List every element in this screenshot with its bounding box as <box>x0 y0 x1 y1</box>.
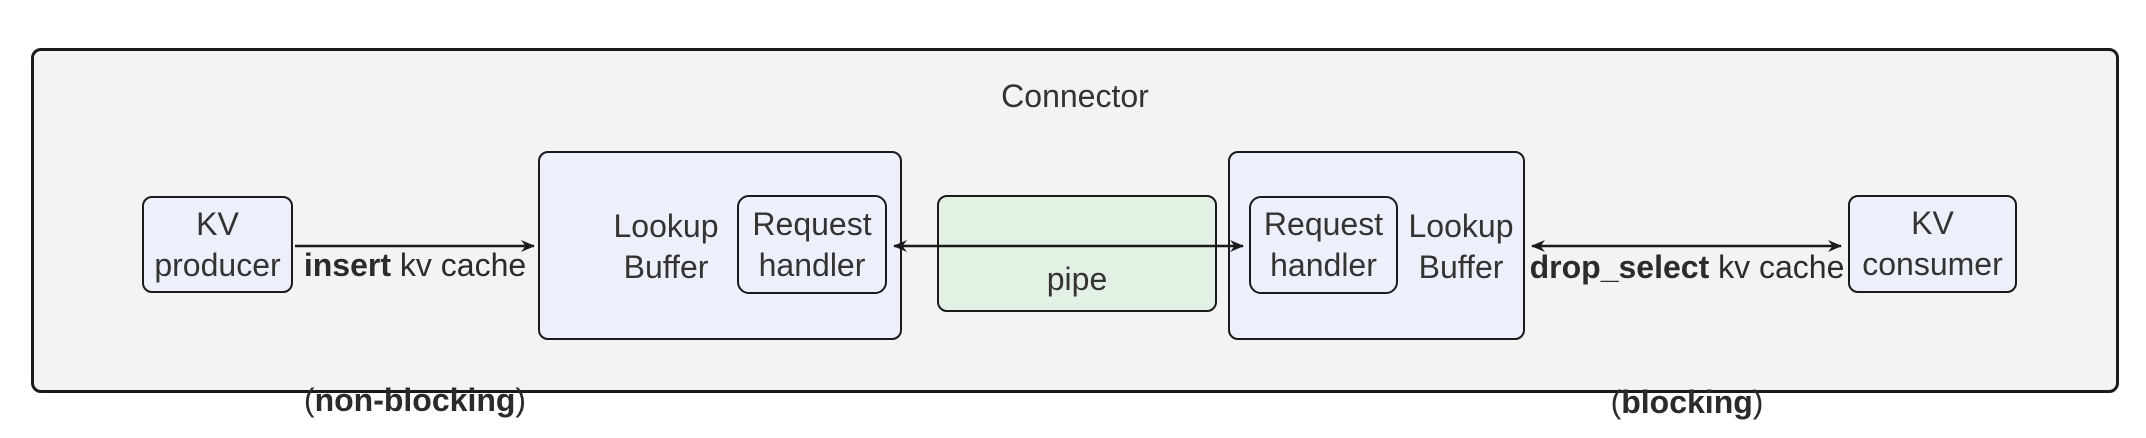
node-pipe: pipe <box>937 195 1217 312</box>
node-kv-producer: KV producer <box>142 196 293 293</box>
node-request-handler-right: Request handler <box>1249 196 1398 294</box>
node-request-handler-left-line1: Request <box>752 205 872 242</box>
node-request-handler-left: Request handler <box>737 195 887 294</box>
node-lookup-buffer-right-label: Lookup Buffer <box>1408 208 1514 285</box>
node-kv-producer-line1: KV <box>196 205 239 242</box>
connector-title: Connector <box>1001 78 1149 114</box>
edge-label-drop-select: drop_select kv cache (blocking) <box>1529 249 1845 420</box>
node-lookup-buffer-left-label: Lookup Buffer <box>613 208 719 285</box>
node-request-handler-left-line2: handler <box>758 246 866 283</box>
node-kv-consumer-line1: KV <box>1911 205 1954 241</box>
edge-label-insert: insert kv cache (non-blocking) <box>303 247 527 418</box>
node-kv-producer-line2: producer <box>154 246 281 283</box>
node-kv-consumer-line2: consumer <box>1862 246 2003 282</box>
node-request-handler-right-line1: Request <box>1263 206 1384 242</box>
node-kv-consumer: KV consumer <box>1848 195 2017 293</box>
node-request-handler-right-line2: handler <box>1270 247 1377 283</box>
node-pipe-label: pipe <box>1046 261 1108 297</box>
